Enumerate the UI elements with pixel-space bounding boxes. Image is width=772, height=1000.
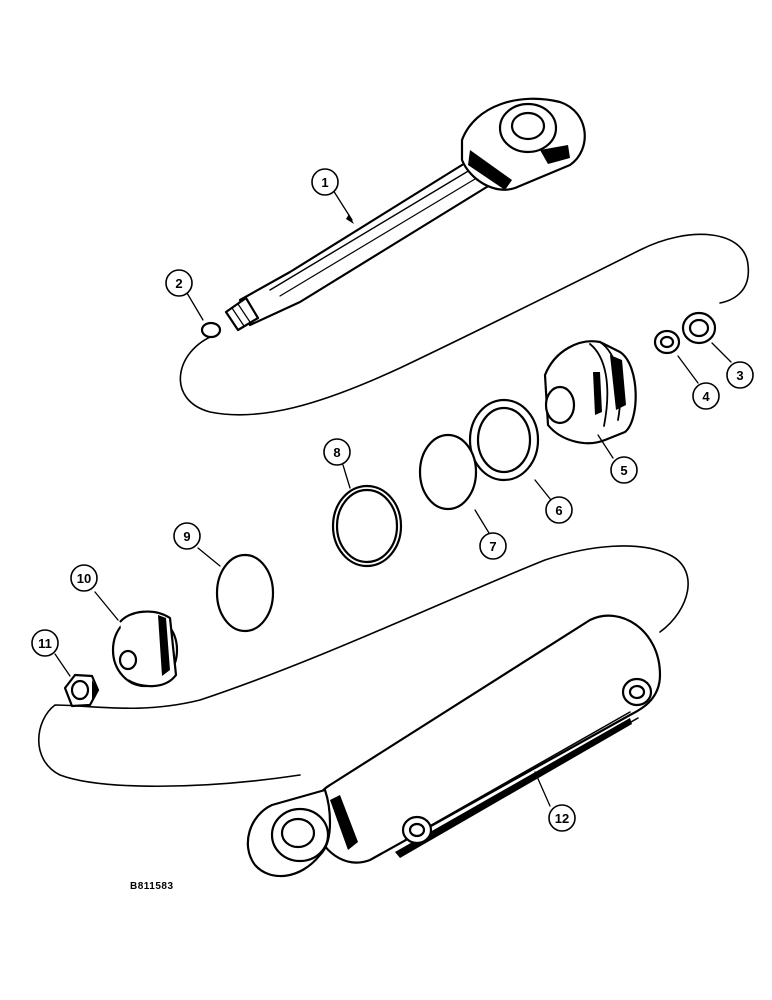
rod-o-ring <box>200 321 222 339</box>
callout-11: 11 <box>31 629 59 657</box>
callout-12: 12 <box>548 804 576 832</box>
callout-3: 3 <box>726 361 754 389</box>
callout-4: 4 <box>692 382 720 410</box>
lock-nut <box>63 673 100 708</box>
callout-7: 7 <box>479 532 507 560</box>
upper-group-loop <box>179 233 750 416</box>
callout-1-label: 1 <box>321 175 328 190</box>
backup-ring <box>468 398 540 482</box>
callout-9-label: 9 <box>183 529 190 544</box>
cylinder-gland <box>543 340 637 445</box>
reference-code: B811583 <box>130 881 174 892</box>
callout-6: 6 <box>545 496 573 524</box>
callout-7-label: 7 <box>489 539 496 554</box>
piston-seal <box>215 553 275 633</box>
callout-5: 5 <box>610 456 638 484</box>
piston-rod <box>224 97 586 332</box>
callout-1: 1 <box>311 168 339 196</box>
callout-11-label: 11 <box>38 636 52 651</box>
cylinder-barrel <box>246 614 662 878</box>
callout-2-label: 2 <box>175 276 182 291</box>
gland-o-ring <box>418 433 478 511</box>
callout-3-label: 3 <box>736 368 743 383</box>
callout-12-label: 12 <box>555 811 569 826</box>
piston <box>111 610 179 688</box>
callout-2: 2 <box>165 269 193 297</box>
lower-group-loop <box>37 545 689 788</box>
callout-10: 10 <box>70 564 98 592</box>
rod-seal <box>653 329 681 355</box>
callout-5-label: 5 <box>620 463 627 478</box>
callout-9: 9 <box>173 522 201 550</box>
callout-4-label: 4 <box>702 389 710 404</box>
callout-6-label: 6 <box>555 503 562 518</box>
wiper-seal <box>681 311 717 345</box>
piston-ring <box>331 484 403 568</box>
callout-10-label: 10 <box>77 571 91 586</box>
callout-8-label: 8 <box>333 445 340 460</box>
callout-8: 8 <box>323 438 351 466</box>
leader-lines <box>54 189 732 807</box>
